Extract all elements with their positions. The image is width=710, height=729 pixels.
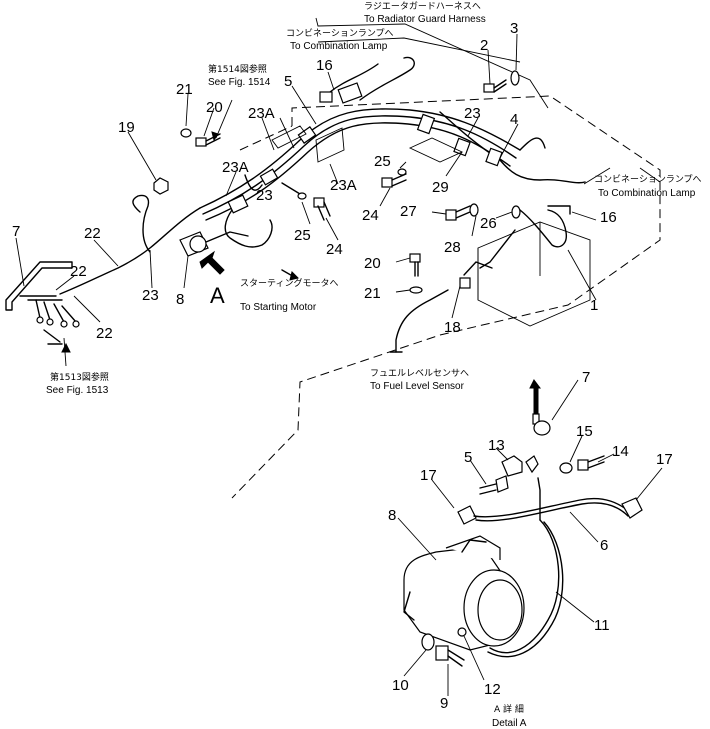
part-label: 1 <box>590 297 598 314</box>
part-label: 21 <box>364 285 381 302</box>
callout-combination-lamp-right: コンビネーションランプへ To Combination Lamp <box>594 174 702 199</box>
part-label: 3 <box>510 20 518 37</box>
part-label: 7 <box>582 369 590 386</box>
svg-text:Detail A: Detail A <box>492 718 527 729</box>
part-label: 22 <box>96 325 113 342</box>
callout-fig1514: 第1514図参照 See Fig. 1514 <box>208 63 271 88</box>
part-label: 24 <box>362 207 379 224</box>
part-label: 27 <box>400 203 417 220</box>
part-label: 20 <box>364 255 381 272</box>
svg-text:第1514図参照: 第1514図参照 <box>208 63 267 75</box>
part-label: 15 <box>576 423 593 440</box>
part-label: 26 <box>480 215 497 232</box>
part-label: 23 <box>142 287 159 304</box>
part-label: 10 <box>392 677 409 694</box>
part-label: 5 <box>284 73 292 90</box>
svg-text:To Starting Motor: To Starting Motor <box>240 302 317 313</box>
svg-text:フュエルレベルセンサへ: フュエルレベルセンサへ <box>370 368 469 379</box>
part-label: 22 <box>70 263 87 280</box>
svg-text:See Fig. 1513: See Fig. 1513 <box>46 385 109 396</box>
main-harness <box>5 17 661 353</box>
part-label: 6 <box>600 537 608 554</box>
part-label: 14 <box>612 443 629 460</box>
svg-text:To Fuel Level Sensor: To Fuel Level Sensor <box>370 381 465 392</box>
part-label: 25 <box>374 153 391 170</box>
part-label: 11 <box>594 617 610 634</box>
part-label: 19 <box>118 119 135 136</box>
part-numbers-upper: 2 3 21 20 19 5 16 23A 23A 23A 23 4 25 29… <box>12 20 617 342</box>
callout-starting-motor: スターティングモータへ To Starting Motor <box>240 277 338 313</box>
svg-text:A 詳 細: A 詳 細 <box>494 703 524 715</box>
part-label: 18 <box>444 319 461 336</box>
part-label: 23A <box>330 177 357 194</box>
part-label: 16 <box>316 57 333 74</box>
part-label: 2 <box>480 37 488 54</box>
part-label: 8 <box>176 291 184 308</box>
callout-combination-lamp-top: コンビネーションランプへ To Combination Lamp <box>286 28 394 52</box>
part-label: 8 <box>388 507 396 524</box>
svg-text:コンビネーションランプへ: コンビネーションランプへ <box>286 28 394 39</box>
callout-fig1513: 第1513図参照 See Fig. 1513 <box>46 371 109 396</box>
svg-text:To Radiator Guard Harness: To Radiator Guard Harness <box>364 14 486 25</box>
svg-text:To Combination Lamp: To Combination Lamp <box>290 41 388 52</box>
part-label: 7 <box>12 223 20 240</box>
part-label: 23 <box>256 187 273 204</box>
leader-lines <box>15 33 663 696</box>
part-label: 17 <box>420 467 437 484</box>
fig-ref-arrows <box>61 99 233 367</box>
part-label: 23A <box>222 159 249 176</box>
part-label: 21 <box>176 81 193 98</box>
svg-text:スターティングモータへ: スターティングモータへ <box>240 277 338 289</box>
part-label: 23A <box>248 105 275 122</box>
part-label: 5 <box>464 449 472 466</box>
part-label: 23 <box>464 105 481 122</box>
part-label: 17 <box>656 451 673 468</box>
svg-text:ラジエータガードハーネスへ: ラジエータガードハーネスへ <box>364 1 481 12</box>
svg-text:第1513図参照: 第1513図参照 <box>50 371 109 383</box>
part-label: 24 <box>326 241 343 258</box>
svg-text:コンビネーションランプへ: コンビネーションランプへ <box>594 174 702 185</box>
part-label: 13 <box>488 437 505 454</box>
callout-detail-a: A 詳 細 Detail A <box>492 703 527 729</box>
callout-fuel-level-sensor: フュエルレベルセンサへ To Fuel Level Sensor <box>370 368 469 392</box>
part-label: 9 <box>440 695 448 712</box>
svg-text:See Fig. 1514: See Fig. 1514 <box>208 77 271 88</box>
svg-text:To Combination Lamp: To Combination Lamp <box>598 188 696 199</box>
part-label: 22 <box>84 225 101 242</box>
part-label: 28 <box>444 239 461 256</box>
part-label: 16 <box>600 209 617 226</box>
part-label: 25 <box>294 227 311 244</box>
callout-radiator-guard-harness: ラジエータガードハーネスへ To Radiator Guard Harness <box>364 1 486 25</box>
part-label: 20 <box>206 99 223 116</box>
part-label: 29 <box>432 179 449 196</box>
view-a-arrow-icon <box>199 250 225 275</box>
dashed-boundary <box>231 95 661 499</box>
view-marker-a: A <box>210 283 225 308</box>
detail-a-assembly <box>403 379 643 667</box>
part-label: 4 <box>510 111 518 128</box>
part-label: 12 <box>484 681 501 698</box>
part-numbers-detail: 7 13 5 17 15 14 17 6 8 11 10 9 12 <box>388 369 673 712</box>
